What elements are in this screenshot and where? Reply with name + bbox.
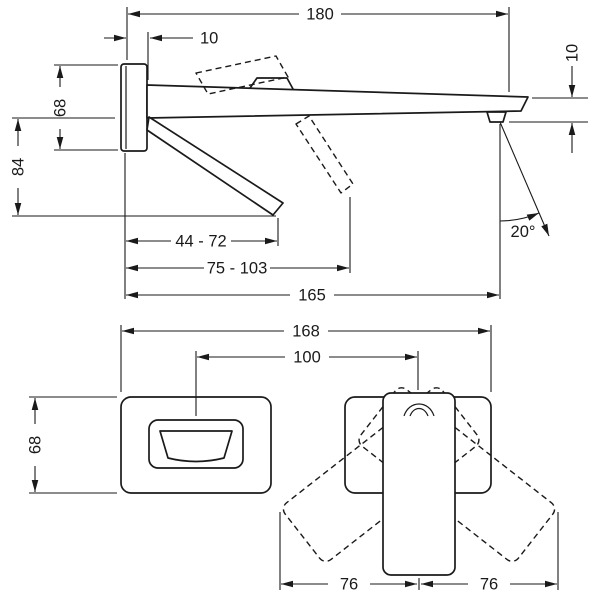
lever-front: [382, 392, 456, 576]
spout-side: [146, 84, 529, 119]
lever-grip-arc-inner: [409, 407, 429, 417]
handle-closed: [146, 116, 284, 216]
dim-stream-reach: 165: [126, 287, 499, 305]
dim-escutcheon-height-front: 68: [27, 396, 117, 494]
aerator: [486, 111, 507, 123]
dim-handle-swing: 76 76: [279, 512, 559, 594]
dim-height-below-label: 84: [10, 158, 28, 176]
dim-escutcheon-depth: 10: [104, 30, 218, 80]
dim-spout-drop: 10: [509, 44, 588, 153]
dim-overall-width-label: 168: [292, 323, 320, 341]
dim-handle-reach-max: 75 - 103: [126, 197, 351, 278]
dim-overall-width: 168: [120, 323, 492, 392]
dim-spout-drop-label: 10: [564, 44, 582, 62]
front-view: 168 100 68 76 76: [27, 323, 559, 594]
angle-arc: [499, 212, 540, 222]
dim-handle-reach-min: 44 - 72: [126, 218, 279, 251]
stream-line: [499, 121, 550, 237]
dim-height-below: 84: [10, 117, 276, 217]
dim-overall-depth-label: 180: [306, 6, 334, 24]
spout-front-opening: [159, 430, 233, 463]
cartridge-bump: [249, 77, 294, 90]
escutcheon-side: [120, 63, 148, 152]
dim-stream-reach-label: 165: [298, 287, 326, 305]
dim-escutcheon-height-side: 68: [52, 64, 118, 151]
dim-center-distance: 100: [195, 349, 419, 416]
dim-escutcheon-height-side-label: 68: [52, 99, 70, 117]
lever-grip-arc-outer: [403, 403, 435, 417]
dim-swing-left-label: 76: [340, 576, 358, 594]
handle-open-dashed: [295, 115, 354, 194]
dim-overall-depth: 180: [126, 6, 510, 92]
side-view: 20° 180 10 68: [10, 6, 588, 305]
dim-escutcheon-depth-label: 10: [200, 30, 218, 48]
dim-escutcheon-height-front-label: 68: [27, 436, 45, 454]
dim-handle-reach-max-label: 75 - 103: [207, 260, 268, 278]
spout-front-outline: [148, 419, 244, 469]
stream-angle-label: 20°: [511, 223, 536, 241]
dim-swing-right-label: 76: [480, 576, 498, 594]
lever-up-dashed: [195, 55, 289, 95]
dim-handle-reach-min-label: 44 - 72: [175, 233, 226, 251]
dim-center-distance-label: 100: [293, 349, 321, 367]
